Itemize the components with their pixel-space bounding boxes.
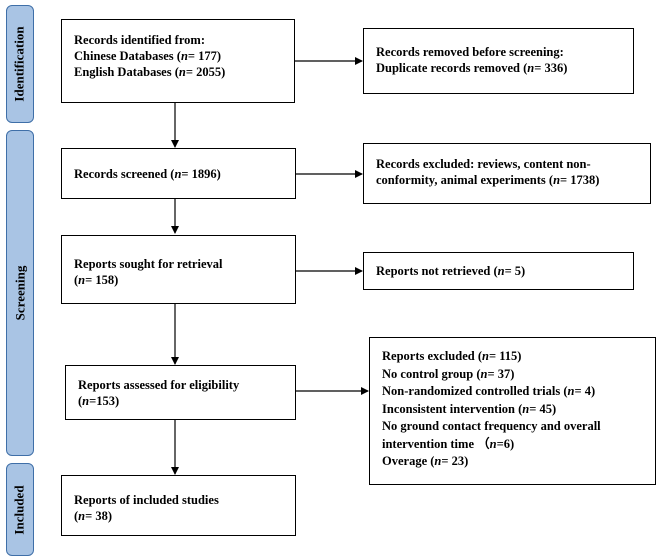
assessed-line2: (n=153)	[78, 394, 120, 408]
excluded-inconsistent: Inconsistent intervention (n= 45)	[382, 401, 557, 416]
excluded-intervention-time: intervention time （n=6)	[382, 436, 515, 451]
excluded-overage: Overage (n= 23)	[382, 454, 469, 468]
excluded-non-randomized: Non-randomized controlled trials (n= 4)	[382, 384, 596, 398]
stage-included: Included	[6, 463, 34, 556]
box-reports-excluded: Reports excluded (n= 115) No control gro…	[369, 337, 656, 485]
box-records-screened: Records screened (n= 1896)	[61, 148, 296, 199]
stage-identification: Identification	[6, 5, 34, 123]
box-reports-included: Reports of included studies (n= 38)	[61, 475, 296, 536]
included-line1: Reports of included studies	[74, 493, 219, 507]
box-records-removed: Records removed before screening: Duplic…	[363, 28, 634, 94]
excluded-no-control: No control group (n= 37)	[382, 366, 515, 381]
excluded-total: Reports excluded (n= 115)	[382, 349, 522, 363]
assessed-line1: Reports assessed for eligibility	[78, 378, 240, 392]
identified-english: English Databases (n= 2055)	[74, 65, 226, 79]
excluded-line2: conformity, animal experiments (n= 1738)	[376, 173, 600, 187]
sought-line2: (n= 158)	[74, 273, 119, 287]
screened-text: Records screened (n= 1896)	[74, 167, 221, 181]
box-reports-sought: Reports sought for retrieval (n= 158)	[61, 235, 296, 304]
removed-duplicates: Duplicate records removed (n= 336)	[376, 61, 568, 75]
included-line2: (n= 38)	[74, 509, 113, 523]
excluded-line1: Records excluded: reviews, content non-	[376, 157, 591, 171]
box-records-identified: Records identified from: Chinese Databas…	[61, 19, 295, 103]
box-reports-not-retrieved: Reports not retrieved (n= 5)	[363, 252, 634, 290]
identified-heading: Records identified from:	[74, 33, 205, 47]
sought-line1: Reports sought for retrieval	[74, 257, 223, 271]
identified-chinese: Chinese Databases (n= 177)	[74, 49, 222, 63]
removed-heading: Records removed before screening:	[376, 45, 564, 59]
stage-screening: Screening	[6, 130, 34, 456]
box-reports-assessed: Reports assessed for eligibility (n=153)	[65, 365, 296, 420]
box-records-excluded: Records excluded: reviews, content non- …	[363, 143, 651, 204]
not-retrieved-text: Reports not retrieved (n= 5)	[376, 264, 526, 278]
excluded-no-ground-contact: No ground contact frequency and overall	[382, 419, 601, 433]
